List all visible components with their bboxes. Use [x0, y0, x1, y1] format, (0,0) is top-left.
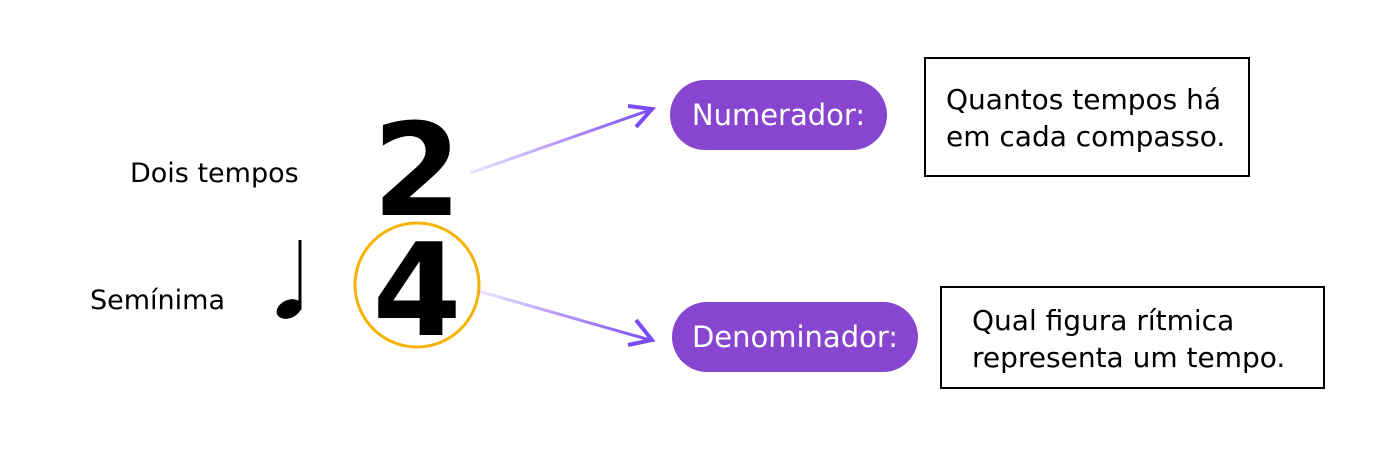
label-dois-tempos: Dois tempos [130, 158, 299, 189]
quarter-note-icon [276, 240, 302, 319]
numerator-description-box: Quantos tempos há em cada compasso. [924, 57, 1250, 177]
time-signature-numerator: 2 [372, 97, 462, 246]
time-signature-denominator: 4 [372, 217, 462, 366]
denominator-description-line: representa um tempo. [972, 341, 1286, 374]
denominator-description-line: Qual figura rítmica [972, 304, 1235, 337]
label-seminima: Semínima [90, 285, 226, 316]
numerator-description-line: Quantos tempos há [946, 83, 1222, 116]
denominator-pill: Denominador: [672, 302, 918, 372]
denominator-description-box: Qual figura rítmica representa um tempo. [940, 286, 1325, 389]
numerator-arrow [469, 104, 657, 175]
denominator-arrow [477, 289, 656, 347]
numerator-description-line: em cada compasso. [946, 120, 1226, 153]
denominator-highlight-circle [353, 221, 481, 349]
numerator-pill: Numerador: [670, 80, 887, 150]
